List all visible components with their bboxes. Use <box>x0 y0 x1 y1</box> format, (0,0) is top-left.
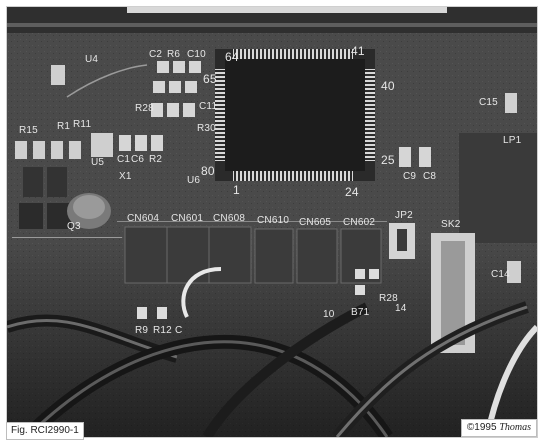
ref-r28-lower: R28 <box>379 293 398 304</box>
copyright-author: Thomas <box>499 422 531 433</box>
ref-r28: R28 <box>135 103 154 114</box>
ref-10: 10 <box>323 309 335 320</box>
connector-cn604: CN604 <box>127 213 160 224</box>
ref-r12: R12 <box>153 325 172 336</box>
pin-label-24: 24 <box>345 185 359 199</box>
pin-label-1: 1 <box>233 183 240 197</box>
connector-jp2: JP2 <box>395 210 413 221</box>
ref-c1: C1 <box>117 154 131 165</box>
ref-c11: C11 <box>199 101 218 112</box>
pin-label-25: 25 <box>381 153 395 167</box>
ref-c10: C10 <box>187 49 206 60</box>
ref-c14: C14 <box>491 269 510 280</box>
ref-r2: R2 <box>149 154 163 165</box>
ref-r15: R15 <box>19 125 38 136</box>
pin-label-80: 80 <box>201 164 215 178</box>
connector-cn610: CN610 <box>257 215 290 226</box>
connector-sk2: SK2 <box>441 219 461 230</box>
connector-cn602: CN602 <box>343 217 376 228</box>
ref-lp1: LP1 <box>503 135 522 146</box>
ref-b71: B71 <box>351 307 370 318</box>
ref-c: C <box>175 325 183 336</box>
ref-c8: C8 <box>423 171 437 182</box>
circuit-board-photo <box>7 7 537 437</box>
pin-label-41: 41 <box>351 44 365 58</box>
ref-u5: U5 <box>91 157 105 168</box>
figure-caption: Fig. RCI2990-1 <box>6 422 84 440</box>
ref-x1: X1 <box>119 171 132 182</box>
ref-c15: C15 <box>479 97 498 108</box>
ref-u4: U4 <box>85 54 99 65</box>
pin-label-40: 40 <box>381 79 395 93</box>
ref-c6: C6 <box>131 154 145 165</box>
ref-c9: C9 <box>403 171 417 182</box>
connector-cn608: CN608 <box>213 213 246 224</box>
photo-frame: 64 41 65 40 80 25 1 24 U4 R6 C10 C2 R28 … <box>6 6 538 438</box>
ref-r30: R30 <box>197 123 216 134</box>
pin-label-64: 64 <box>225 50 239 64</box>
ref-u6: U6 <box>187 175 201 186</box>
ref-q3: Q3 <box>67 221 81 232</box>
ref-r1: R1 <box>57 121 71 132</box>
copyright-notice: ©1995 Thomas <box>460 419 537 437</box>
pin-label-65: 65 <box>203 72 217 86</box>
connector-cn601: CN601 <box>171 213 204 224</box>
ref-r6: R6 <box>167 49 181 60</box>
ref-r11: R11 <box>73 119 92 130</box>
copyright-year: ©1995 <box>466 422 497 433</box>
ref-c2: C2 <box>149 49 163 60</box>
connector-cn605: CN605 <box>299 217 332 228</box>
ref-14: 14 <box>395 303 407 314</box>
ref-r9: R9 <box>135 325 149 336</box>
